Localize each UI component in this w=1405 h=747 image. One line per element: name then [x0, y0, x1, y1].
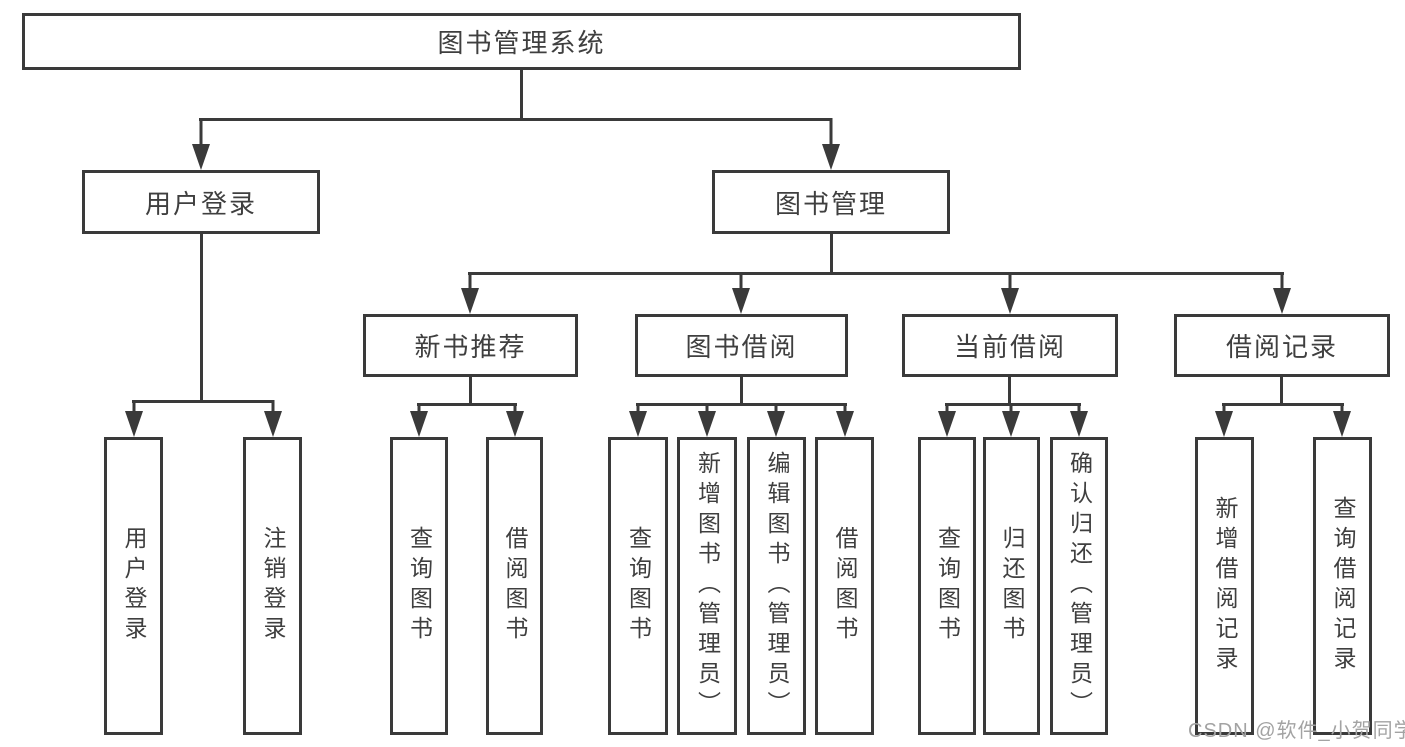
connector-line — [636, 403, 847, 406]
arrow-down-icon — [1070, 403, 1088, 437]
node-book-management: 图书管理 — [712, 170, 950, 234]
connector-line — [417, 403, 517, 406]
arrow-down-icon — [732, 272, 750, 314]
node-leaf-user-login: 用户登录 — [104, 437, 163, 735]
node-label: 图书管理 — [774, 188, 887, 219]
arrow-down-icon — [836, 403, 854, 437]
node-label: 注销登录 — [260, 526, 286, 646]
arrow-down-icon — [1273, 272, 1291, 314]
node-library-management-system: 图书管理系统 — [22, 13, 1021, 70]
node-label: 当前借阅 — [953, 332, 1066, 362]
node-label: 借阅图书 — [502, 526, 528, 646]
node-leaf-confirm-return-admin: 确认归还（管理员） — [1050, 437, 1108, 735]
node-label: 确认归还（管理员） — [1066, 451, 1093, 721]
arrow-down-icon — [192, 118, 210, 170]
connector-line — [132, 400, 274, 403]
node-leaf-add-books-admin: 新增图书（管理员） — [677, 437, 737, 735]
node-leaf-query-borrow-record: 查询借阅记录 — [1313, 437, 1372, 735]
node-label: 归还图书 — [999, 526, 1025, 646]
arrow-down-icon — [1001, 272, 1019, 314]
node-label: 查询借阅记录 — [1330, 496, 1356, 676]
node-leaf-query-books-current: 查询图书 — [918, 437, 976, 735]
node-label: 借阅记录 — [1225, 332, 1338, 362]
node-label: 新书推荐 — [414, 332, 527, 362]
node-label: 用户登录 — [121, 526, 147, 646]
connector-line — [200, 234, 203, 403]
arrow-down-icon — [506, 403, 524, 437]
arrow-down-icon — [698, 403, 716, 437]
arrow-down-icon — [822, 118, 840, 170]
arrow-down-icon — [629, 403, 647, 437]
node-label: 用户登录 — [144, 188, 257, 219]
node-label: 图书借阅 — [685, 332, 798, 362]
node-leaf-edit-books-admin: 编辑图书（管理员） — [747, 437, 806, 735]
connector-line — [199, 118, 832, 121]
arrow-down-icon — [1215, 403, 1233, 437]
node-book-borrowing: 图书借阅 — [635, 314, 848, 377]
node-leaf-add-borrow-record: 新增借阅记录 — [1195, 437, 1254, 735]
node-new-book-recommendation: 新书推荐 — [363, 314, 578, 377]
connector-line — [1222, 403, 1344, 406]
node-label: 编辑图书（管理员） — [764, 451, 790, 721]
node-leaf-borrow-books: 借阅图书 — [815, 437, 874, 735]
node-label: 查询图书 — [625, 526, 652, 646]
node-label: 新增借阅记录 — [1212, 496, 1238, 676]
node-label: 借阅图书 — [832, 526, 858, 646]
node-label: 图书管理系统 — [437, 28, 606, 58]
node-label: 新增图书（管理员） — [694, 451, 721, 721]
node-borrowing-records: 借阅记录 — [1174, 314, 1390, 377]
node-label: 查询图书 — [406, 526, 433, 646]
connector-line — [469, 377, 472, 406]
node-label: 查询图书 — [934, 526, 961, 646]
arrow-down-icon — [125, 400, 143, 437]
arrow-down-icon — [1333, 403, 1351, 437]
node-leaf-logout: 注销登录 — [243, 437, 302, 735]
connector-line — [520, 69, 523, 118]
node-leaf-query-books-recommend: 查询图书 — [390, 437, 448, 735]
csdn-watermark: CSDN @软件_小贺同学 — [1188, 720, 1405, 742]
node-leaf-query-books-borrow: 查询图书 — [608, 437, 668, 735]
connector-line — [468, 272, 1284, 275]
arrow-down-icon — [938, 403, 956, 437]
connector-line — [1008, 377, 1011, 406]
node-current-borrowing: 当前借阅 — [902, 314, 1118, 377]
node-user-login: 用户登录 — [82, 170, 320, 234]
node-leaf-borrow-books-recommend: 借阅图书 — [486, 437, 543, 735]
arrow-down-icon — [264, 400, 282, 437]
connector-line — [740, 377, 743, 406]
node-leaf-return-books: 归还图书 — [983, 437, 1040, 735]
connector-line — [830, 234, 833, 272]
arrow-down-icon — [1002, 403, 1020, 437]
arrow-down-icon — [767, 403, 785, 437]
arrow-down-icon — [410, 403, 428, 437]
connector-line — [1280, 377, 1283, 406]
arrow-down-icon — [461, 272, 479, 314]
